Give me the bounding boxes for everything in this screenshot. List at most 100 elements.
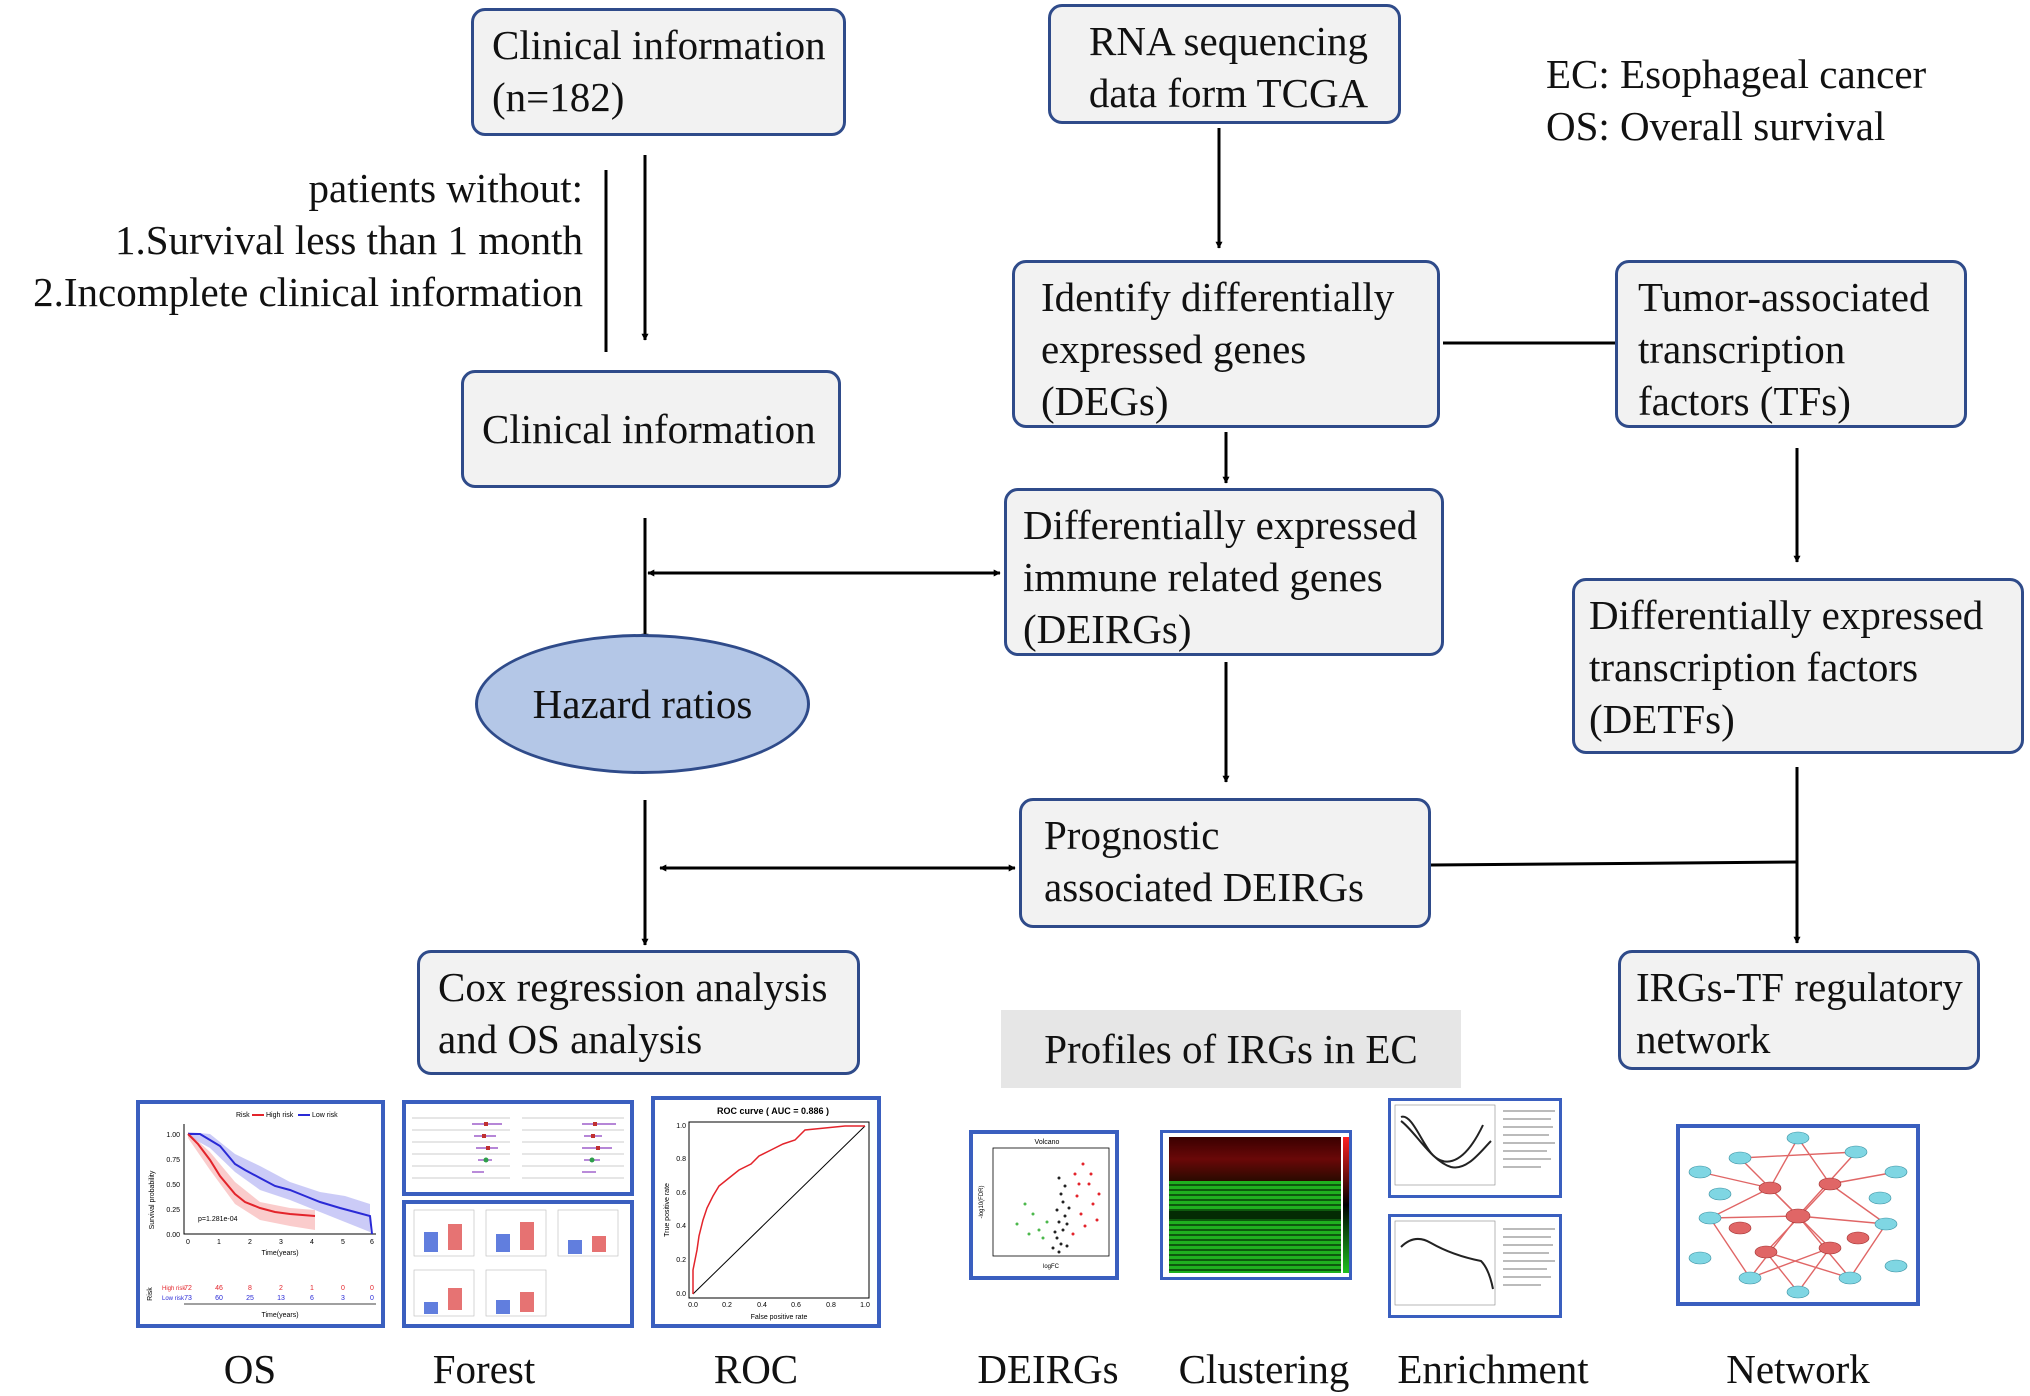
abbreviation-ec: EC: Esophageal cancer bbox=[1546, 51, 1927, 97]
clinical-information-box: Clinical information (n=182) bbox=[471, 8, 846, 136]
exclusion-item-1: 1.Survival less than 1 month bbox=[114, 217, 583, 263]
os-legend-title: Risk bbox=[236, 1112, 250, 1119]
exclusion-item-2: 2.Incomplete clinical information bbox=[33, 269, 583, 315]
deirgs-box: Differentially expressed immune related … bbox=[1004, 488, 1444, 656]
network-nodes-cyan bbox=[1688, 1131, 1908, 1299]
os-risk-high-count: 0 bbox=[341, 1285, 345, 1292]
os-ytick: 0.25 bbox=[166, 1207, 180, 1214]
volcano-xlabel: logFC bbox=[1043, 1264, 1060, 1270]
enrichment-plot-bottom-thumbnail bbox=[1388, 1214, 1562, 1318]
os-xlabel: Time(years) bbox=[261, 1250, 298, 1257]
enrichment-plot-top-thumbnail bbox=[1388, 1098, 1562, 1198]
detfs-box: Differentially expressed transcription f… bbox=[1572, 578, 2024, 754]
prognostic-line-2: associated DEIRGs bbox=[1044, 864, 1364, 910]
os-risk-low-count: 6 bbox=[310, 1295, 314, 1302]
detfs-line-3: (DETFs) bbox=[1589, 696, 1735, 742]
roc-curve bbox=[692, 1125, 865, 1294]
volcano-points-gray bbox=[1051, 1176, 1071, 1254]
roc-ytick: 0.6 bbox=[676, 1190, 686, 1197]
prognostic-line-1: Prognostic bbox=[1044, 812, 1220, 858]
deirgs-line-3: (DEIRGs) bbox=[1023, 606, 1192, 652]
os-risk-low-count: 25 bbox=[246, 1295, 254, 1302]
roc-ytick: 0.0 bbox=[676, 1291, 686, 1298]
line-prognostic-to-network bbox=[1430, 860, 1798, 867]
hazard-ratios-node: Hazard ratios bbox=[475, 634, 810, 774]
network-edges bbox=[1699, 1137, 1897, 1293]
tumor-tfs-line-3: factors (TFs) bbox=[1638, 378, 1851, 424]
os-risk-high-count: 1 bbox=[310, 1285, 314, 1292]
os-high-risk-curve bbox=[187, 1133, 316, 1217]
abbreviation-os: OS: Overall survival bbox=[1546, 103, 1886, 149]
caption-deirgs: DEIRGs bbox=[977, 1346, 1119, 1392]
hazard-ratios-label: Hazard ratios bbox=[532, 681, 753, 727]
os-high-risk-band bbox=[188, 1132, 315, 1230]
roc-curve-thumbnail: ROC curve ( AUC = 0.886 ) 0.0 0.2 0.4 0.… bbox=[651, 1096, 881, 1328]
os-survival-thumbnail: Risk High risk Low risk Survival probabi… bbox=[136, 1100, 385, 1328]
network-line-1: IRGs-TF regulatory bbox=[1636, 964, 1963, 1010]
os-risk-low-count: 73 bbox=[184, 1295, 192, 1302]
os-ylabel: Survival probability bbox=[149, 1170, 156, 1229]
heatmap-color-scale bbox=[1343, 1137, 1349, 1273]
cox-line-1: Cox regression analysis bbox=[438, 964, 828, 1010]
os-risk-high-label: High risk bbox=[162, 1286, 186, 1292]
caption-os: OS bbox=[223, 1346, 277, 1392]
prognostic-deirgs-box: Prognostic associated DEIRGs bbox=[1019, 798, 1431, 928]
volcano-points-red bbox=[1071, 1162, 1101, 1236]
roc-xtick: 1.0 bbox=[860, 1302, 870, 1309]
volcano-title: Volcano bbox=[1035, 1139, 1060, 1146]
caption-forest: Forest bbox=[432, 1346, 536, 1392]
boxplot-grid-thumbnail bbox=[402, 1200, 634, 1328]
rna-sequencing-box: RNA sequencing data form TCGA bbox=[1048, 4, 1401, 124]
cox-line-2: and OS analysis bbox=[438, 1016, 703, 1062]
rna-sequencing-line-1: RNA sequencing bbox=[1089, 18, 1368, 64]
exclusion-criteria: patients without: 1.Survival less than 1… bbox=[33, 162, 583, 318]
roc-xtick: 0.6 bbox=[791, 1302, 801, 1309]
enrichment-curve-top bbox=[1400, 1115, 1492, 1169]
detfs-line-1: Differentially expressed bbox=[1589, 592, 1984, 638]
network-nodes-red bbox=[1728, 1177, 1870, 1259]
rna-sequencing-line-2: data form TCGA bbox=[1088, 70, 1369, 116]
os-risk-high-count: 0 bbox=[370, 1285, 374, 1292]
os-xtick: 2 bbox=[248, 1239, 252, 1246]
os-xtick: 5 bbox=[341, 1239, 345, 1246]
clinical-information-filtered-label: Clinical information bbox=[482, 406, 816, 452]
caption-enrichment: Enrichment bbox=[1397, 1346, 1589, 1392]
roc-ytick: 0.2 bbox=[676, 1257, 686, 1264]
os-risk-high-count: 72 bbox=[184, 1285, 192, 1292]
os-xtick: 6 bbox=[370, 1239, 374, 1246]
cox-regression-box: Cox regression analysis and OS analysis bbox=[417, 950, 860, 1075]
irgs-tf-network-box: IRGs-TF regulatory network bbox=[1618, 950, 1980, 1070]
roc-diagonal bbox=[692, 1125, 866, 1295]
os-ytick: 1.00 bbox=[166, 1132, 180, 1139]
roc-xtick: 0.0 bbox=[688, 1302, 698, 1309]
os-xtick: 4 bbox=[310, 1239, 314, 1246]
os-risk-low-label: Low risk bbox=[162, 1296, 185, 1302]
os-risk-high-count: 8 bbox=[248, 1285, 252, 1292]
volcano-points-green bbox=[1015, 1202, 1049, 1240]
profiles-heading: Profiles of IRGs in EC bbox=[1001, 1010, 1461, 1088]
forest-plot-thumbnail bbox=[402, 1100, 634, 1196]
exclusion-heading: patients without: bbox=[308, 165, 583, 211]
roc-xtick: 0.2 bbox=[722, 1302, 732, 1309]
os-ytick: 0.75 bbox=[166, 1157, 180, 1164]
caption-clustering: Clustering bbox=[1178, 1346, 1350, 1392]
volcano-plot-thumbnail: Volcano logFC -log10(FDR) bbox=[969, 1130, 1119, 1280]
clustering-heatmap-thumbnail bbox=[1160, 1130, 1352, 1280]
os-legend-low: Low risk bbox=[312, 1112, 338, 1119]
roc-ylabel: True positive rate bbox=[664, 1183, 671, 1237]
os-xtick: 3 bbox=[279, 1239, 283, 1246]
volcano-ylabel: -log10(FDR) bbox=[979, 1185, 985, 1218]
tumor-tfs-line-2: transcription bbox=[1638, 326, 1846, 372]
deirgs-line-2: immune related genes bbox=[1023, 554, 1383, 600]
os-risk-table-label: Risk bbox=[147, 1287, 154, 1301]
heatmap-red-top bbox=[1169, 1137, 1341, 1181]
caption-network: Network bbox=[1726, 1346, 1870, 1392]
roc-xlabel: False positive rate bbox=[751, 1314, 808, 1321]
tumor-tfs-line-1: Tumor-associated bbox=[1638, 274, 1930, 320]
roc-ytick: 0.4 bbox=[676, 1223, 686, 1230]
identify-degs-line-1: Identify differentially bbox=[1041, 274, 1395, 320]
roc-ytick: 1.0 bbox=[676, 1123, 686, 1130]
os-xtick: 0 bbox=[186, 1239, 190, 1246]
clinical-information-line-1: Clinical information bbox=[492, 22, 826, 68]
